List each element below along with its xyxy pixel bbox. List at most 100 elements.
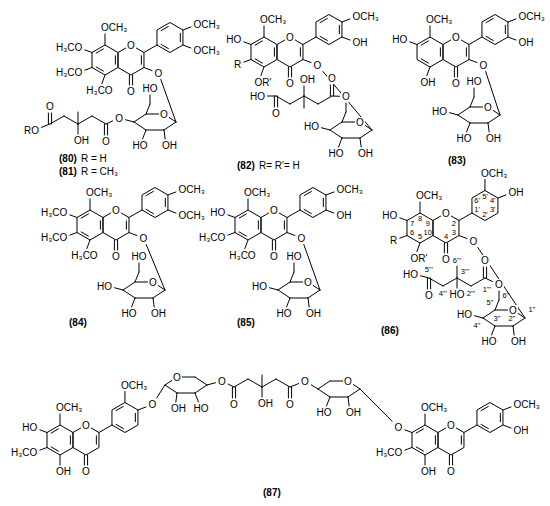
bond bbox=[443, 278, 457, 286]
atom-label: O bbox=[446, 420, 456, 431]
atom-label: H₃CO bbox=[198, 232, 226, 243]
atom-label: OH bbox=[517, 37, 534, 48]
bond bbox=[444, 243, 445, 253]
bond bbox=[330, 85, 331, 96]
bond bbox=[505, 25, 506, 33]
bond bbox=[410, 42, 417, 45]
atom-label: OCH₃ bbox=[259, 14, 287, 25]
bond bbox=[290, 96, 304, 104]
bond bbox=[135, 298, 153, 299]
bond bbox=[421, 59, 428, 63]
atom-label: OCH₃ bbox=[335, 184, 363, 195]
bond bbox=[248, 199, 249, 210]
atom-label: O bbox=[480, 255, 490, 266]
bond bbox=[333, 85, 334, 96]
bond bbox=[483, 318, 495, 326]
bond bbox=[360, 389, 392, 421]
bond bbox=[303, 60, 311, 63]
bond bbox=[274, 48, 275, 56]
atom-label: HO bbox=[456, 309, 473, 320]
bond bbox=[469, 37, 482, 45]
atom-label: OCH₃ bbox=[177, 184, 205, 195]
atom-label: O bbox=[229, 399, 239, 410]
atom-label: HO bbox=[402, 269, 419, 280]
atom-label: HO bbox=[131, 251, 148, 262]
position-number: 5''' bbox=[425, 266, 433, 274]
position-number: 2' bbox=[482, 211, 488, 219]
atom-label: O bbox=[446, 466, 456, 477]
bond bbox=[99, 425, 112, 433]
position-number: 3'' bbox=[493, 315, 500, 323]
bond bbox=[228, 384, 234, 387]
bond bbox=[78, 124, 79, 134]
bond bbox=[323, 198, 324, 206]
bond bbox=[139, 263, 140, 272]
bond bbox=[495, 300, 499, 310]
bond bbox=[459, 236, 467, 239]
bond bbox=[70, 215, 77, 218]
bond bbox=[195, 377, 207, 385]
atom-label: H₃CO bbox=[40, 207, 68, 218]
position-number: 10 bbox=[424, 229, 432, 237]
bond bbox=[492, 326, 495, 335]
ring bbox=[112, 403, 138, 433]
atom-label: OH bbox=[299, 74, 316, 85]
atom-label: OCH₃ bbox=[192, 19, 220, 30]
atom-label: HO bbox=[193, 403, 210, 414]
ring bbox=[412, 425, 438, 455]
bond bbox=[164, 122, 176, 130]
bond bbox=[449, 455, 450, 465]
atom-label: HO bbox=[286, 251, 303, 262]
atom-label: OCH₃ bbox=[100, 22, 128, 33]
bond bbox=[129, 233, 137, 236]
bond bbox=[195, 385, 207, 393]
bond bbox=[287, 210, 300, 218]
position-number: 4 bbox=[444, 233, 448, 241]
bond bbox=[168, 192, 176, 195]
position-number: 8 bbox=[418, 215, 422, 223]
bond bbox=[278, 290, 290, 298]
atom-label: O bbox=[81, 420, 91, 431]
position-number: 3' bbox=[490, 206, 496, 214]
atom-label: HO bbox=[303, 121, 320, 132]
atom-label: H₃CO bbox=[375, 447, 403, 458]
bond bbox=[60, 414, 61, 425]
bond bbox=[255, 59, 262, 63]
compound-number: (86) bbox=[380, 325, 400, 336]
bond bbox=[164, 130, 165, 139]
atom-label: O bbox=[494, 279, 504, 290]
position-number: 6 bbox=[410, 229, 414, 237]
bond bbox=[146, 104, 150, 114]
bond bbox=[60, 455, 61, 465]
bond bbox=[114, 240, 115, 250]
bond bbox=[481, 424, 488, 428]
atom-label: OH bbox=[150, 308, 167, 319]
atom-label: HO bbox=[466, 76, 483, 87]
position-number: 6''' bbox=[453, 257, 461, 265]
atom-label: HO bbox=[132, 140, 149, 151]
bond bbox=[64, 116, 78, 124]
atom-label: OH bbox=[485, 133, 502, 144]
bond bbox=[425, 455, 426, 465]
bond bbox=[40, 448, 47, 451]
bond bbox=[405, 430, 412, 433]
atom-label: OR' bbox=[410, 253, 429, 264]
bond bbox=[478, 248, 525, 319]
compound-number: (87) bbox=[262, 487, 282, 498]
bond bbox=[332, 96, 340, 97]
bond bbox=[232, 387, 233, 398]
bond bbox=[425, 414, 426, 425]
atom-label: OCH₃ bbox=[351, 11, 379, 22]
bond bbox=[104, 124, 105, 135]
atom-label: H₃CO bbox=[55, 67, 83, 78]
bond bbox=[42, 124, 51, 127]
atom-label: O bbox=[441, 254, 451, 265]
bond bbox=[405, 448, 412, 451]
position-number: 5'' bbox=[486, 299, 493, 307]
bond bbox=[40, 430, 47, 433]
bond bbox=[290, 298, 308, 299]
bond bbox=[342, 138, 360, 139]
position-number: 4''' bbox=[439, 290, 447, 298]
